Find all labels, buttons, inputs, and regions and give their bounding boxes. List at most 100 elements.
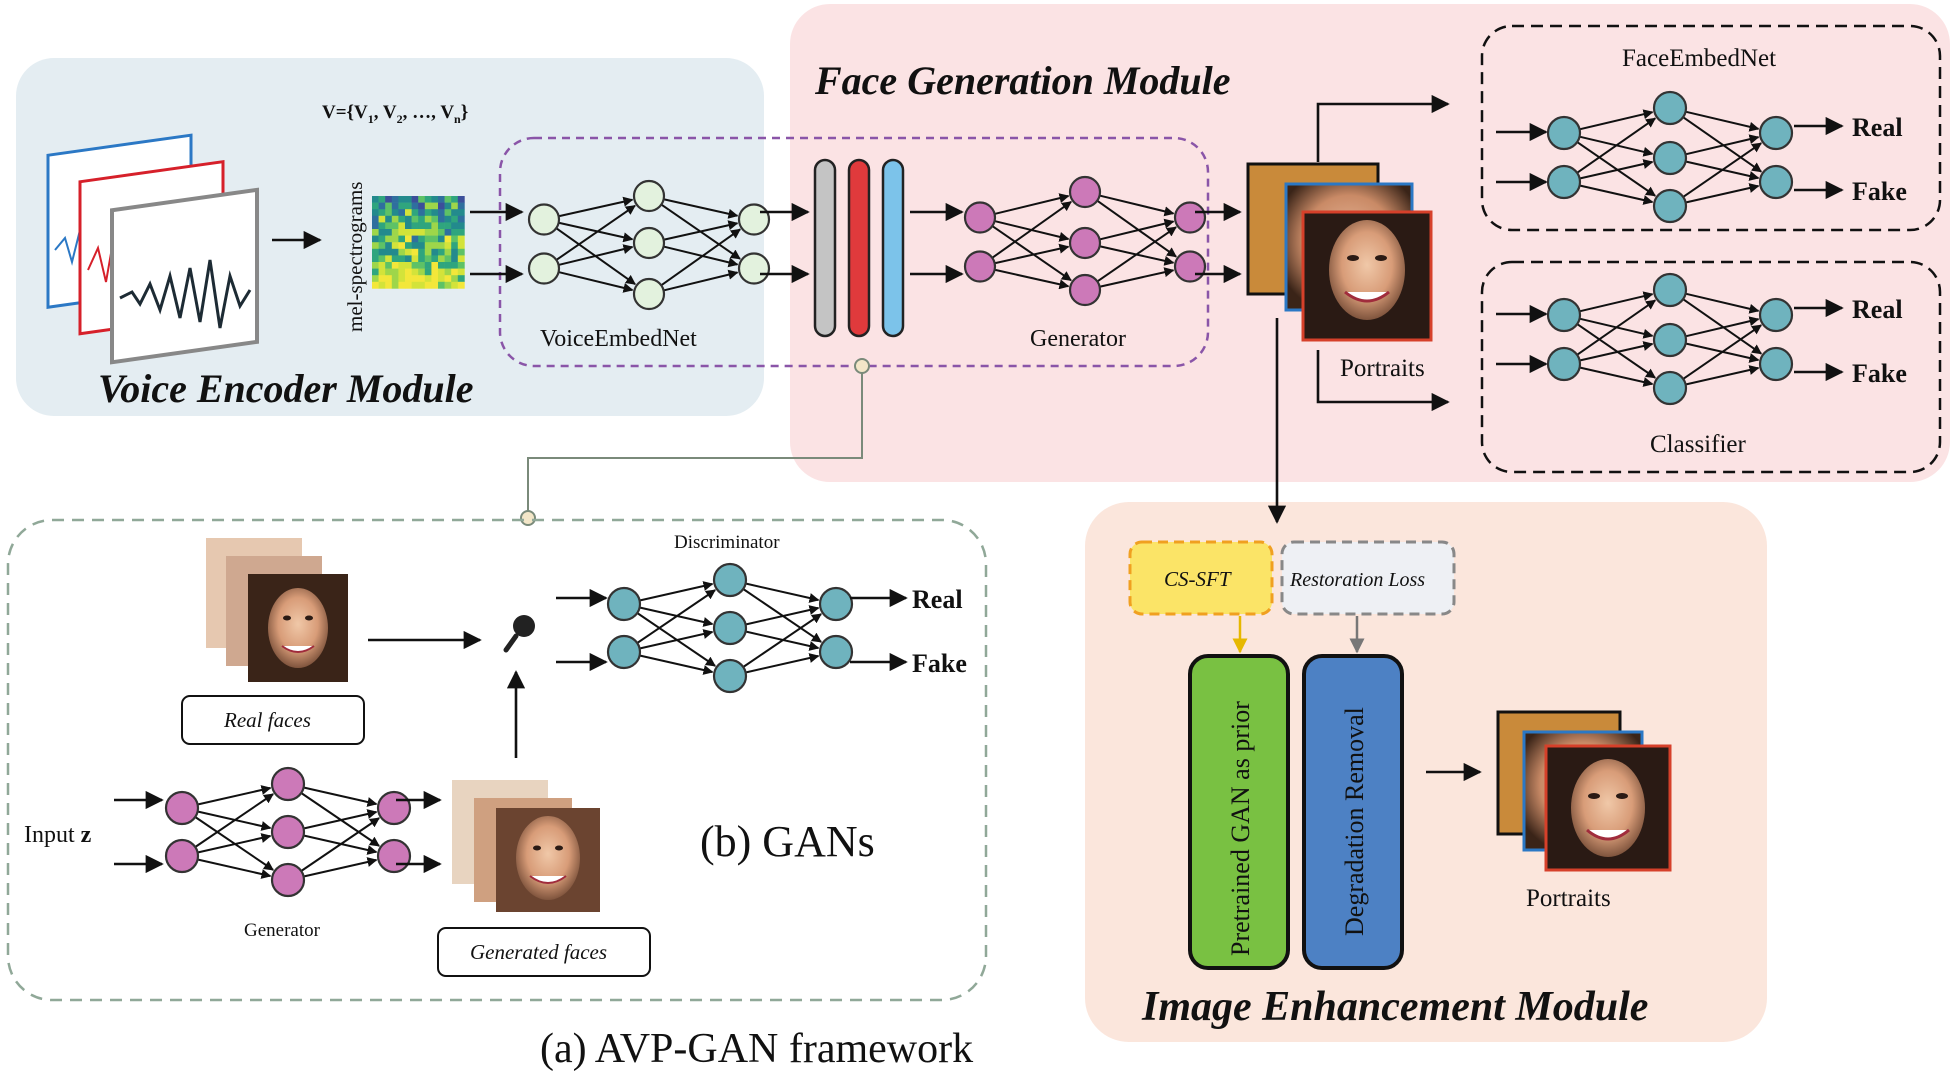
mel-cell: [398, 262, 406, 269]
mel-cell: [444, 235, 452, 243]
mel-cell: [444, 202, 452, 210]
mel-cell: [457, 235, 465, 243]
mel-cell: [424, 268, 432, 276]
mel-cell: [385, 202, 393, 210]
mel-cell: [431, 281, 439, 289]
gan-gen-net-node: [376, 790, 412, 826]
mel-cell: [405, 281, 412, 289]
mel-cell: [457, 255, 465, 263]
gans-real-label: Real: [912, 585, 963, 614]
mel-cell: [438, 255, 445, 263]
mel-cell: [378, 209, 386, 217]
cs-sft-box: [1128, 540, 1274, 616]
mel-cell: [372, 235, 379, 243]
mel-cell: [398, 196, 406, 203]
mel-cell: [444, 196, 452, 203]
gan-gen-net-node: [270, 814, 306, 850]
mel-cell: [438, 196, 445, 203]
mel-cell: [411, 262, 419, 269]
mel-cell: [418, 215, 426, 223]
mel-cell: [391, 262, 399, 269]
mel-cell: [431, 235, 439, 243]
generation-portraits-label: Portraits: [1340, 355, 1425, 382]
discriminator-network: [556, 562, 908, 694]
mel-cell: [405, 275, 412, 283]
mel-cell: [431, 242, 439, 250]
disc-net-node: [606, 634, 642, 670]
mel-cell: [411, 248, 419, 256]
gen-net-node: [1068, 226, 1102, 260]
classifier-net-edge: [1579, 291, 1654, 313]
mel-cell: [457, 229, 465, 236]
mel-cell: [418, 248, 426, 256]
mel-cell: [424, 275, 432, 283]
gan-gen-net-node: [164, 838, 200, 874]
voice-generator-dashed-box: [498, 136, 1210, 368]
mel-cell: [444, 248, 452, 256]
voice-net-edge: [663, 245, 739, 268]
mel-cell: [438, 229, 445, 236]
faceembed-real-label: Real: [1852, 113, 1903, 142]
mel-cell: [457, 248, 465, 256]
real-faces-stack: [206, 538, 348, 682]
enhancement-portraits-label: Portraits: [1526, 885, 1611, 912]
voice-net-node: [632, 226, 666, 260]
generated-faces-box: [437, 927, 651, 977]
mel-cell: [438, 248, 445, 256]
mel-cell: [431, 268, 439, 276]
mel-cell: [372, 202, 379, 210]
mel-cell: [372, 222, 379, 230]
mel-cell: [457, 281, 465, 289]
voice-net-node: [527, 252, 561, 285]
mel-cell: [451, 242, 459, 250]
gen-net-edge: [994, 268, 1070, 290]
classifier-label: Classifier: [1650, 431, 1746, 458]
mel-cell: [372, 229, 379, 236]
mel-cell: [457, 196, 465, 203]
gen-net-node: [1068, 273, 1102, 307]
mel-cell: [378, 229, 386, 236]
mel-cell: [385, 268, 393, 276]
voice-net-node: [632, 277, 666, 311]
mel-cell: [398, 202, 406, 210]
gan-gen-net-edge: [300, 817, 380, 872]
classifier-net-edge: [1685, 365, 1760, 386]
portrait-face: [1329, 220, 1405, 320]
mel-cell: [405, 229, 412, 236]
voice-net-edge: [663, 220, 739, 241]
mel-cell: [451, 196, 459, 203]
disc-net-node: [818, 634, 854, 670]
gen-net-edge: [1096, 226, 1177, 283]
faceembed-net-edge: [1685, 134, 1760, 156]
connector-dot-bottom: [520, 510, 536, 526]
disc-net-edge: [745, 653, 820, 674]
portrait-to-faceembed-arrow: [1316, 94, 1450, 162]
mel-spectrogram-heatmap: [372, 196, 465, 289]
mel-cell: [378, 235, 386, 243]
gan-gen-net-edge: [197, 785, 272, 806]
framework-caption: (a) AVP-GAN framework: [540, 1026, 973, 1072]
mel-cell: [378, 248, 386, 256]
voice-net-node: [737, 252, 771, 285]
mel-cell: [438, 202, 445, 210]
mel-cell: [391, 255, 399, 263]
mel-cell: [431, 209, 439, 217]
portrait-smile: [1344, 290, 1390, 303]
mel-cell: [444, 268, 452, 276]
mel-cell: [424, 215, 432, 223]
classifier-net-node: [1546, 346, 1582, 382]
mel-cell: [378, 255, 386, 263]
disc-net-node: [712, 562, 748, 598]
mel-cell: [451, 268, 459, 276]
mel-cell: [411, 196, 419, 203]
mel-cell: [444, 242, 452, 250]
mel-cell: [424, 235, 432, 243]
mel-cell: [431, 275, 439, 283]
embed-bar-blue: [881, 158, 905, 338]
gen-net-node: [1173, 250, 1207, 283]
degradation-removal-block: [1302, 654, 1404, 970]
mel-cell: [405, 202, 412, 210]
mel-cell: [411, 242, 419, 250]
mel-cell: [398, 235, 406, 243]
mel-cell: [457, 275, 465, 283]
